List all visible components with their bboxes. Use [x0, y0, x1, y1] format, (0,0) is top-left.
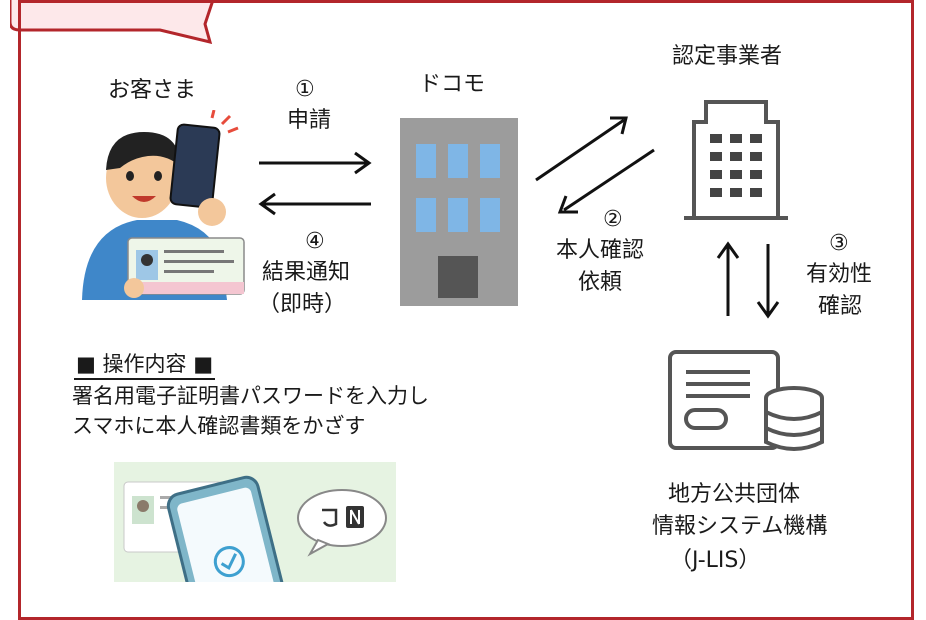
smartphone-nfc-scan-illustration — [114, 462, 396, 582]
operation-line2: スマホに本人確認書類をかざす — [72, 414, 366, 438]
docomo-label: ドコモ — [419, 72, 486, 97]
jlis-line2: 情報システム機構 — [652, 514, 828, 539]
step2-line1: 本人確認 — [556, 238, 645, 263]
operation-title: ■ 操作内容 ■ — [74, 350, 216, 380]
building-icon — [684, 100, 788, 220]
office-building-icon — [400, 118, 518, 306]
certifier-label: 認定事業者 — [672, 44, 783, 69]
step1-number: ① — [295, 77, 315, 102]
step4-line1: 結果通知 — [262, 260, 351, 285]
step3-line1: 有効性 — [806, 262, 873, 287]
flow-arrows-certifier-jlis — [716, 241, 780, 319]
step4-number: ④ — [305, 229, 325, 254]
jlis-line1: 地方公共団体 — [668, 482, 801, 507]
customer-icon — [82, 110, 245, 300]
step2-number: ② — [603, 207, 623, 232]
customer-label: お客さま — [108, 78, 197, 103]
jlis-line3: （J-LIS） — [670, 548, 761, 573]
speech-bubble — [10, 0, 215, 44]
step4-line2: （即時） — [258, 292, 347, 317]
operation-line1: 署名用電子証明書パスワードを入力し — [72, 384, 429, 408]
step2-line2: 依頼 — [578, 270, 623, 295]
step3-number: ③ — [829, 231, 849, 256]
step3-line2: 確認 — [818, 294, 863, 319]
flow-arrows-customer-docomo — [258, 151, 372, 216]
flow-arrows-docomo-certifier — [535, 116, 655, 214]
step1-text: 申請 — [287, 108, 332, 133]
server-database-icon — [668, 350, 824, 451]
